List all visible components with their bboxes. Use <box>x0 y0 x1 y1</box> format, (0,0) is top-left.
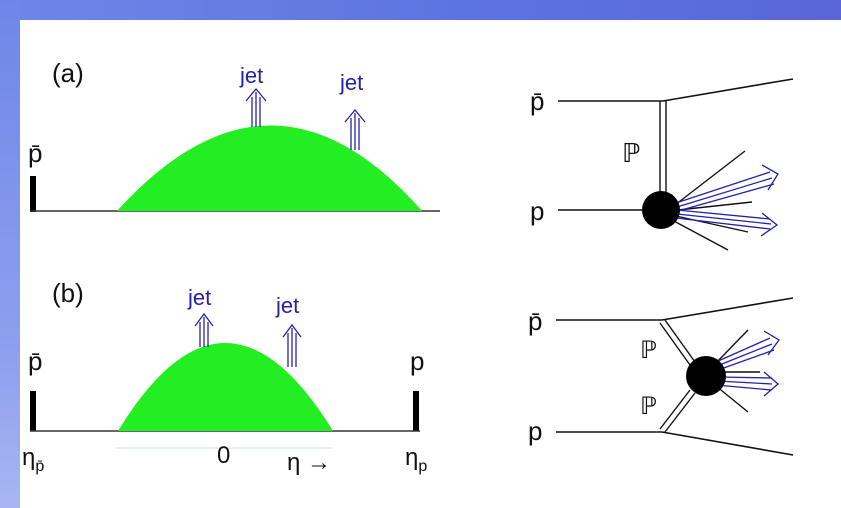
panel-b-eta-axis-label: η → <box>287 449 331 476</box>
slide-frame-left <box>0 0 20 508</box>
panel-a-jet-arrow-1 <box>245 87 267 127</box>
diagram-b: p̄ p ℙ ℙ <box>528 297 794 456</box>
panel-b-zero-label: 0 <box>217 442 230 469</box>
panel-b-jet-arrow-2 <box>282 323 302 367</box>
diagram-a-pomeron-label: ℙ <box>622 138 640 168</box>
panel-b-pbar-bar <box>30 391 36 431</box>
diagram-b-pomeron-bottom-label: ℙ <box>640 393 657 420</box>
panel-b-jet-arrow-1 <box>194 312 214 347</box>
panel-b-eta-max-label: ηp <box>405 444 427 475</box>
panel-a-pbar-label: p̄ <box>28 138 42 168</box>
diagram-a-p-label: p <box>530 196 544 226</box>
diagram-b-jet-arrows <box>715 330 780 397</box>
panel-a-jet-label-1: jet <box>239 63 263 88</box>
diagram-b-interaction-vertex <box>686 356 726 396</box>
diagram-a-interaction-vertex <box>642 191 680 229</box>
diagram-a-remnant-lines <box>671 150 753 251</box>
panel-b-pbar-label: p̄ <box>28 346 42 376</box>
diagram-a: p̄ p ℙ <box>530 78 794 251</box>
diagram-a-pbar-out-line <box>662 78 794 102</box>
diagram-b-pomeron-top-label: ℙ <box>640 337 657 364</box>
panel-a-pbar-bar <box>30 176 36 212</box>
panel-a-jet-label-2: jet <box>339 70 363 95</box>
diagram-b-pomeron-lines <box>659 319 696 433</box>
panel-b-eta-min-label: ηp̄ <box>22 444 44 475</box>
panel-b-p-bar <box>413 391 419 431</box>
panel-b-jet-label-1: jet <box>187 285 211 310</box>
panel-b: (b) p̄ p jet jet ηp̄ 0 η → ηp <box>22 278 427 476</box>
diagram-b-pbar-out-line <box>661 297 794 321</box>
diagram-b-p-label: p <box>528 416 542 446</box>
panel-b-label: (b) <box>52 278 84 308</box>
diagram-b-pbar-label: p̄ <box>528 306 542 336</box>
panel-b-jet-label-2: jet <box>275 293 299 318</box>
panel-a-rapidity-region <box>117 125 422 211</box>
panel-b-rapidity-region <box>118 343 333 431</box>
panel-a: (a) p̄ jet jet <box>28 58 440 212</box>
panel-a-jet-arrow-2 <box>344 108 366 150</box>
slide-frame-top <box>0 0 841 20</box>
diagram-b-p-out-line <box>661 431 794 456</box>
panel-a-label: (a) <box>52 58 84 88</box>
diagram-a-pbar-label: p̄ <box>530 86 544 116</box>
diagram-a-jet-arrows <box>675 164 779 237</box>
panel-b-p-label: p <box>410 346 424 376</box>
